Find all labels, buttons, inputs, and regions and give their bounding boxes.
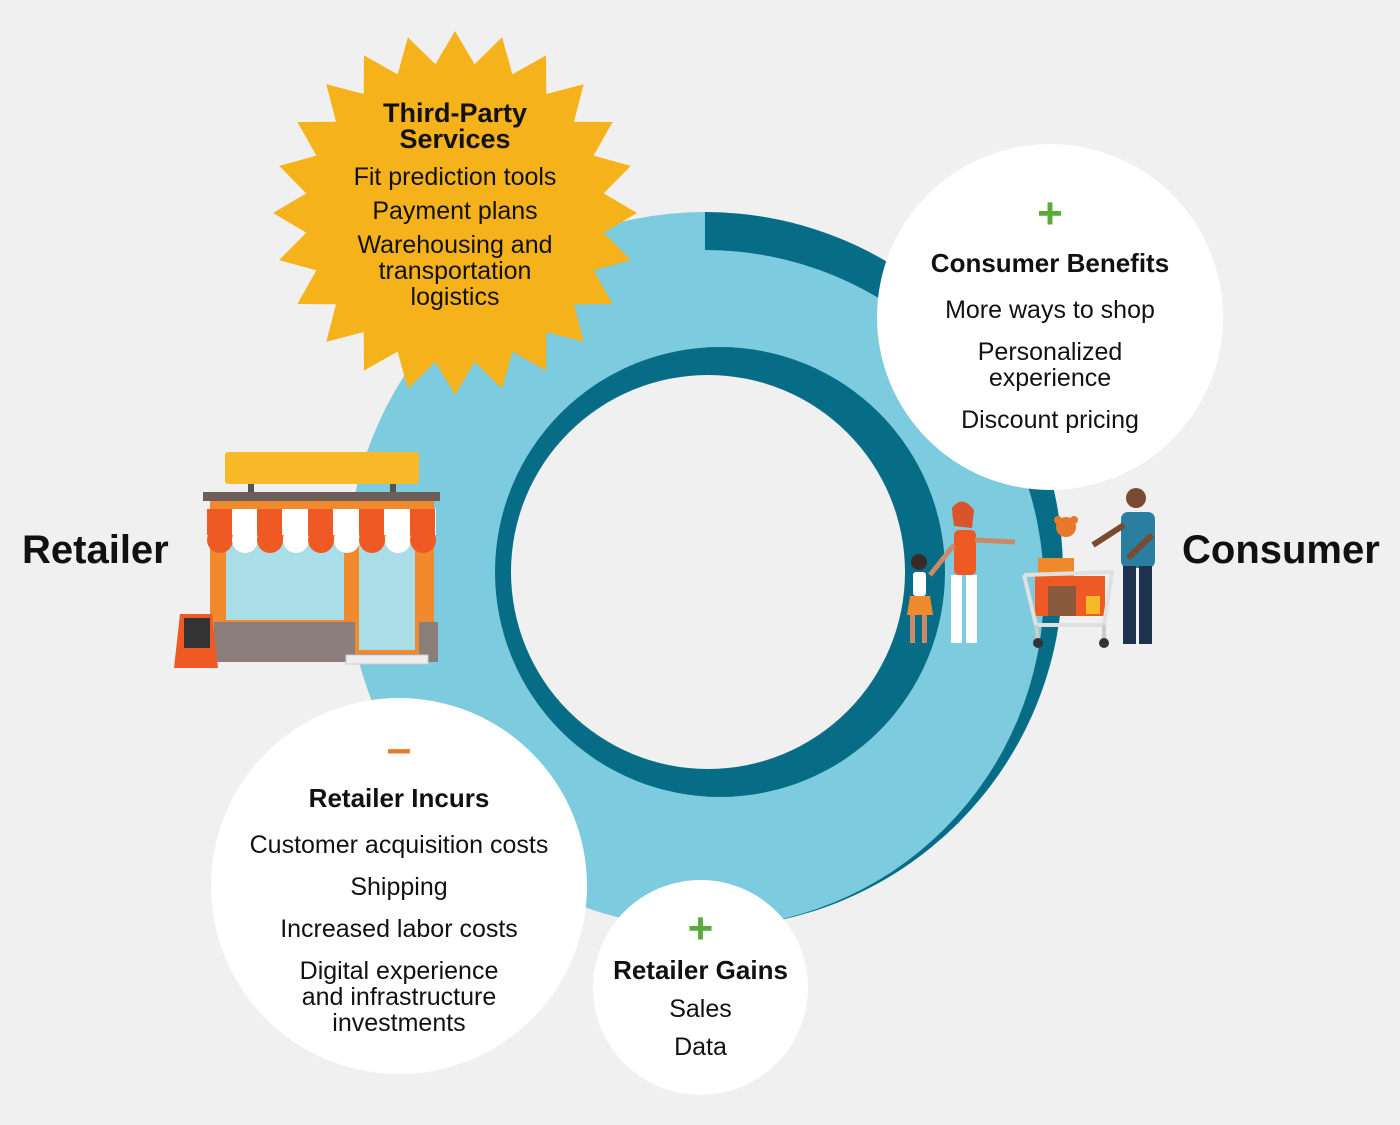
third-party-item: Fit prediction tools xyxy=(353,163,557,191)
consumer-label: Consumer xyxy=(1182,528,1380,572)
retailer-gains-title: Retailer Gains xyxy=(613,955,788,985)
consumer-benefits-title: Consumer Benefits xyxy=(930,247,1170,278)
retailer-gains-circle: + Retailer Gains Sales Data xyxy=(593,880,808,1095)
retailer-incurs-circle: – Retailer Incurs Customer acquisition c… xyxy=(211,698,587,1074)
retailer-incurs-item: Shipping xyxy=(350,872,448,901)
consumer-benefits-circle: + Consumer Benefits More ways to shop Pe… xyxy=(877,144,1223,490)
third-party-item: Warehousing and transportation logistics xyxy=(357,231,553,311)
retailer-incurs-title: Retailer Incurs xyxy=(308,782,490,813)
family-shoppers-icon xyxy=(907,488,1155,648)
retailer-incurs-item: Digital experience and infrastructure in… xyxy=(299,956,499,1037)
third-party-starburst xyxy=(273,31,637,395)
consumer-benefits-item: Discount pricing xyxy=(961,405,1139,434)
plus-icon: + xyxy=(1037,188,1063,238)
third-party-services-block: Third-Party Services Fit prediction tool… xyxy=(300,100,610,318)
retailer-incurs-item: Increased labor costs xyxy=(280,914,518,943)
retailer-incurs-item: Customer acquisition costs xyxy=(249,830,549,859)
plus-icon: + xyxy=(687,904,714,953)
consumer-benefits-item: Personalized experience xyxy=(977,337,1123,392)
storefront-icon xyxy=(174,452,440,668)
retailer-gains-item: Sales xyxy=(669,995,732,1023)
minus-icon: – xyxy=(386,723,412,773)
consumer-benefits-item: More ways to shop xyxy=(945,295,1155,324)
shopping-cart-icon xyxy=(1022,516,1115,648)
ring-center xyxy=(511,375,905,769)
third-party-item: Payment plans xyxy=(372,197,538,225)
retailer-gains-item: Data xyxy=(674,1033,727,1061)
retailer-label: Retailer xyxy=(22,528,169,572)
third-party-title: Third-Party Services xyxy=(382,98,528,154)
